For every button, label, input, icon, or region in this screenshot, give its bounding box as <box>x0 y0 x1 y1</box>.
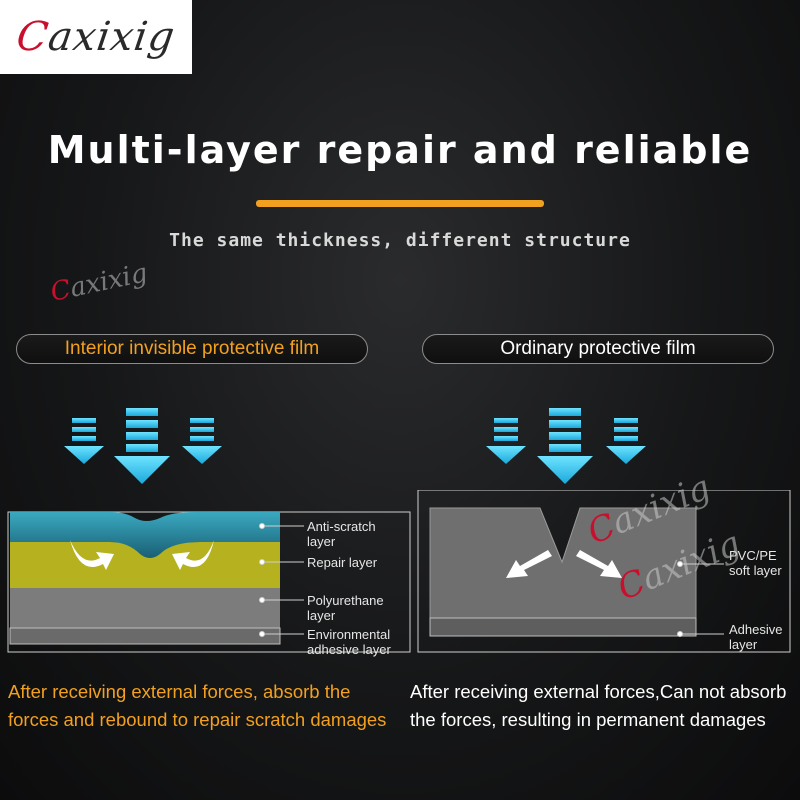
label-adhesive: Adhesive layer <box>729 622 782 652</box>
brand-logo-rest: axixig <box>45 14 179 60</box>
brand-logo: Caxixig <box>0 0 192 74</box>
environmental-adhesive-layer <box>9 627 281 645</box>
arrow-down-icon <box>606 418 646 464</box>
arrow-down-icon <box>486 418 526 464</box>
label-polyurethane: Polyurethane layer <box>307 593 384 623</box>
label-adhesive-line1: Adhesive <box>729 622 783 637</box>
arrow-down-icon <box>537 408 593 484</box>
right-description: After receiving external forces,Can not … <box>410 681 787 730</box>
label-anti-scratch: Anti-scratch layer <box>307 519 376 549</box>
watermark-left: Caxixig <box>48 258 150 308</box>
label-anti-scratch-line1: Anti-scratch <box>307 519 376 534</box>
right-arrows <box>486 408 646 484</box>
right-leader-lines <box>677 561 724 637</box>
label-environmental-line1: Environmental <box>307 627 391 642</box>
layer-leader-lines <box>259 523 304 637</box>
label-pvc-pe-line2: soft layer <box>729 563 782 578</box>
left-panel-label: Interior invisible protective film <box>16 334 368 364</box>
title-underline <box>256 200 544 207</box>
label-repair-line1: Repair layer <box>307 555 378 570</box>
watermark-left-rest: axixig <box>67 258 151 304</box>
page-title: Multi-layer repair and reliable <box>47 128 753 172</box>
right-diagram-frame <box>417 490 791 653</box>
arrow-down-icon <box>64 418 104 464</box>
label-polyurethane-line1: Polyurethane <box>307 593 384 608</box>
rebound-arrow-icon <box>70 540 114 570</box>
rebound-arrow-icon <box>172 540 214 570</box>
arrow-down-icon <box>182 418 222 464</box>
label-pvc-pe: PVC/PE soft layer <box>729 548 782 578</box>
label-repair: Repair layer <box>307 555 377 570</box>
anti-scratch-layer <box>10 512 280 558</box>
right-panel-label: Ordinary protective film <box>422 334 774 364</box>
label-environmental-line2: adhesive layer <box>307 642 391 657</box>
page-subtitle: The same thickness, different structure <box>169 230 631 251</box>
left-arrows <box>64 408 222 484</box>
deflect-arrow-icon <box>506 550 552 578</box>
brand-logo-text: Caxixig <box>14 14 178 60</box>
left-layer-diagram <box>7 511 411 653</box>
label-polyurethane-line2: layer <box>307 608 336 623</box>
force-arrows <box>64 408 646 484</box>
label-anti-scratch-line2: layer <box>307 534 336 549</box>
label-adhesive-line2: layer <box>729 637 758 652</box>
deflect-arrow-icon <box>576 550 622 578</box>
arrow-down-icon <box>114 408 170 484</box>
label-pvc-pe-line1: PVC/PE <box>729 548 777 563</box>
adhesive-layer <box>429 617 697 637</box>
left-description: After receiving external forces, absorb … <box>8 681 387 730</box>
right-layer-diagram <box>417 490 791 653</box>
label-environmental: Environmental adhesive layer <box>307 627 391 657</box>
